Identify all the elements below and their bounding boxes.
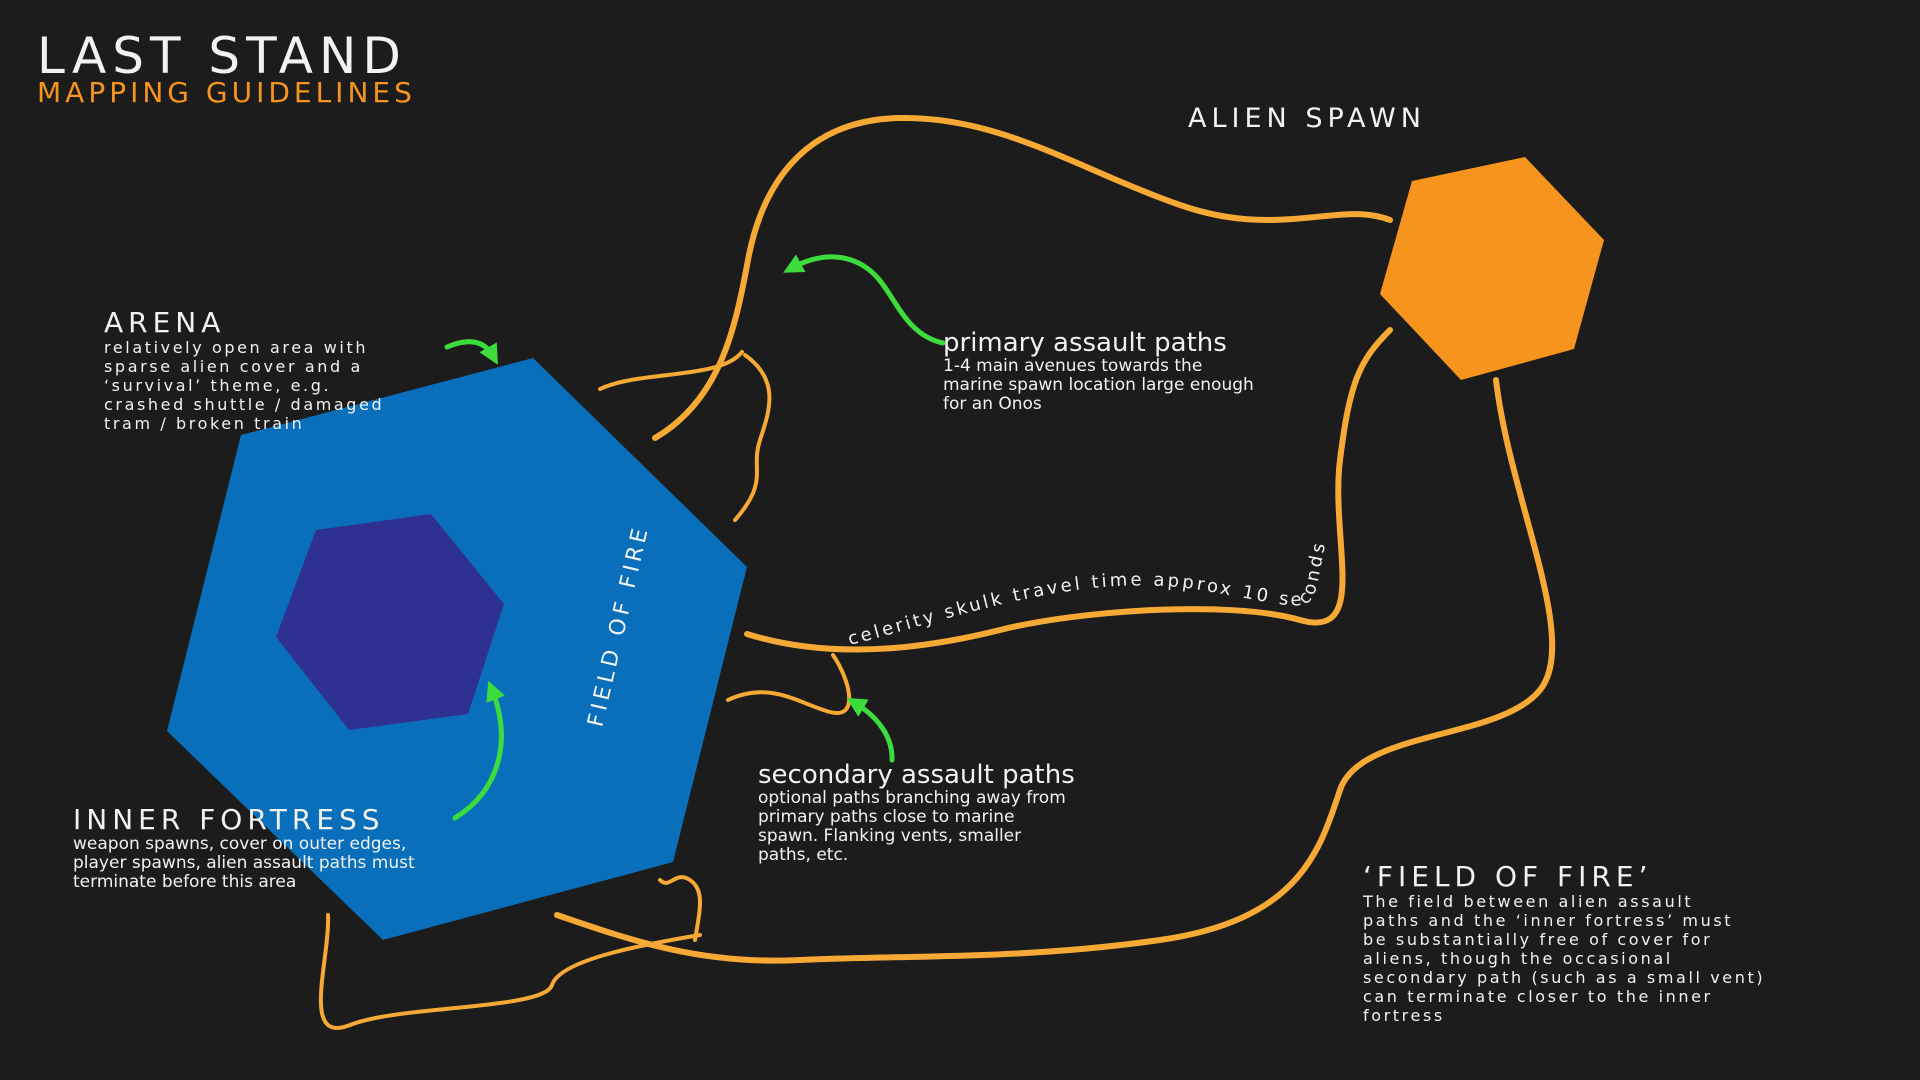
inner-fortress-callout: INNER FORTRESS weapon spawns, cover on o… <box>73 805 415 892</box>
primary-path-branch <box>733 353 772 522</box>
secondary-path-bottom <box>318 913 702 1030</box>
page-subtitle: MAPPING GUIDELINES <box>37 76 416 109</box>
callout-arrows <box>444 254 946 821</box>
field-of-fire-description: The field between alien assault paths an… <box>1363 892 1766 1025</box>
field-of-fire-heading: ‘FIELD OF FIRE’ <box>1363 860 1653 893</box>
secondary-path-stub <box>658 875 702 942</box>
primary-description: 1-4 main avenues towards the marine spaw… <box>943 356 1254 414</box>
primary-callout: primary assault paths 1-4 main avenues t… <box>943 329 1254 414</box>
primary-arrow <box>783 254 946 346</box>
arena-description: relatively open area with sparse alien c… <box>104 338 385 433</box>
page-title: LAST STAND <box>37 27 407 85</box>
alien-spawn-label: ALIEN SPAWN <box>1188 103 1426 134</box>
primary-path-branch <box>598 350 744 391</box>
assault-paths <box>318 114 1556 1030</box>
arena-heading: ARENA <box>104 306 226 339</box>
primary-path-middle <box>744 327 1393 653</box>
secondary-path-branch <box>726 653 852 716</box>
secondary-heading: secondary assault paths <box>758 760 1075 790</box>
arena-arrow <box>444 339 498 365</box>
primary-path-top <box>652 114 1393 441</box>
inner-fortress-description: weapon spawns, cover on outer edges, pla… <box>73 834 415 892</box>
primary-path-bottom <box>554 377 1556 964</box>
secondary-arrow <box>846 697 895 763</box>
alien-spawn-hexagon <box>1380 157 1604 380</box>
travel-time-label: celerity skulk travel time approx 10 sec… <box>846 539 1331 650</box>
inner-fortress-hexagon <box>276 514 504 730</box>
arena-callout: ARENA relatively open area with sparse a… <box>104 306 385 434</box>
secondary-description: optional paths branching away from prima… <box>758 788 1066 865</box>
secondary-callout: secondary assault paths optional paths b… <box>758 761 1075 865</box>
field-of-fire-callout: ‘FIELD OF FIRE’ The field between alien … <box>1363 860 1766 1026</box>
inner-fortress-arrow <box>452 680 505 821</box>
inner-fortress-heading: INNER FORTRESS <box>73 803 385 836</box>
primary-heading: primary assault paths <box>943 328 1227 358</box>
